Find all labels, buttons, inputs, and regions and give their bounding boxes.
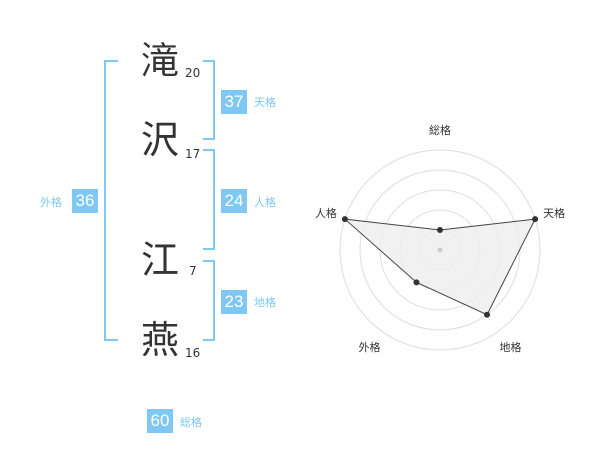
name-char-2: 沢 — [140, 118, 179, 162]
name-char-3-strokes: 7 — [189, 264, 197, 278]
radar-point-1 — [437, 227, 443, 233]
jinkaku-label: 人格 — [254, 196, 276, 209]
radar-area — [343, 218, 536, 316]
gaikaku-bracket — [104, 60, 118, 341]
radar-center-dot — [437, 247, 443, 253]
radar-point-5 — [341, 216, 348, 223]
radar-axis-label-2: 天格 — [543, 206, 565, 220]
tenkaku-value: 37 — [221, 90, 247, 114]
chikaku-label: 地格 — [254, 296, 276, 309]
radar-axis-label-4: 外格 — [358, 340, 380, 354]
tenkaku-label: 天格 — [254, 96, 276, 109]
name-char-4-strokes: 16 — [185, 346, 201, 360]
name-char-3: 江 — [140, 238, 179, 282]
radar-point-4 — [413, 279, 420, 286]
gaikaku-label: 外格 — [40, 196, 62, 209]
soukaku-value: 60 — [147, 409, 173, 433]
name-char-2-strokes: 17 — [185, 147, 201, 161]
radar-point-3 — [484, 311, 491, 318]
name-char-1: 滝 — [140, 39, 179, 83]
tenkaku-bracket — [203, 60, 215, 140]
radar-point-2 — [532, 216, 539, 223]
chikaku-bracket — [203, 260, 215, 341]
chikaku-value: 23 — [221, 290, 247, 314]
jinkaku-bracket — [203, 149, 215, 250]
radar-grid-ring — [339, 149, 541, 351]
radar-axis-label-3: 地格 — [500, 340, 522, 354]
radar-axis-label-5: 人格 — [315, 206, 337, 220]
jinkaku-value: 24 — [221, 189, 247, 213]
radar-axis-label-1: 総格 — [429, 123, 451, 137]
name-char-1-strokes: 20 — [185, 66, 201, 80]
gaikaku-value: 36 — [72, 189, 98, 213]
name-char-4: 燕 — [140, 318, 179, 362]
soukaku-label: 総格 — [180, 416, 202, 429]
